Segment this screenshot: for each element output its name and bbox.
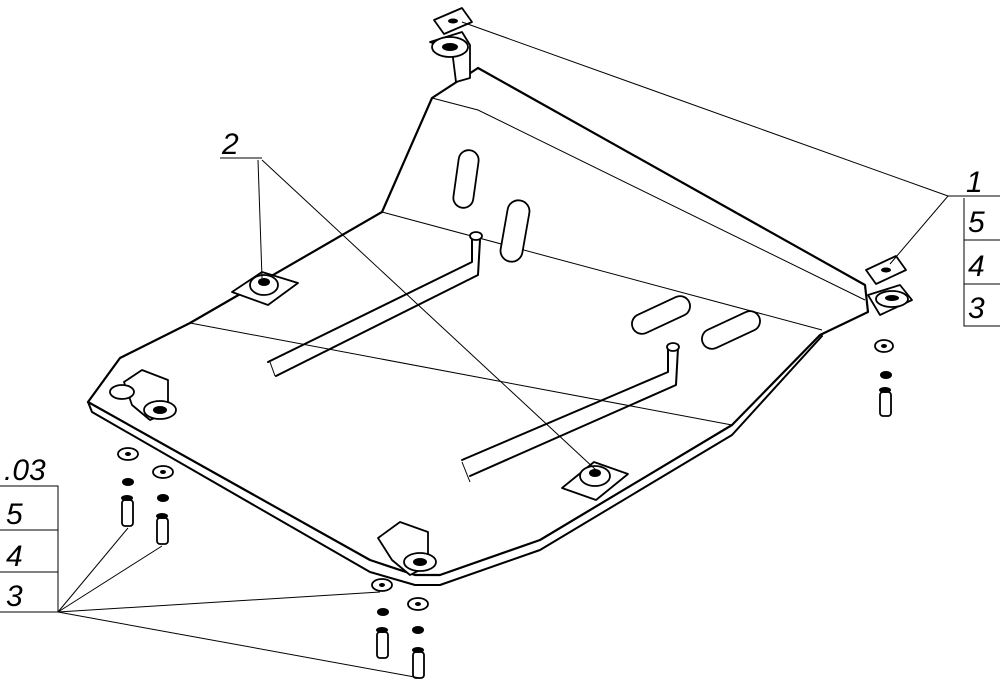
skid-plate — [86, 66, 870, 586]
stiffener-rods — [267, 231, 680, 477]
callout-right-row-2: 4 — [968, 250, 985, 283]
callout-left-row-1: 5 — [6, 498, 23, 531]
leader-lines — [0, 21, 1000, 679]
vent-slots — [452, 149, 761, 350]
callout-left-row-2: 4 — [6, 540, 23, 573]
callout-item-1: 1 — [966, 166, 983, 199]
callout-table-right — [963, 198, 1000, 327]
fastener-stacks — [117, 339, 894, 679]
clip-plates — [433, 7, 907, 285]
callout-table-left — [0, 529, 58, 613]
callout-right-row-1: 5 — [968, 206, 985, 239]
callout-item-2: 2 — [221, 128, 239, 161]
callout-item-03: .03 — [4, 454, 46, 487]
mounting-brackets — [109, 31, 913, 576]
callout-right-row-3: 3 — [968, 292, 985, 325]
weld-nuts — [231, 271, 629, 501]
callout-left-row-3: 3 — [6, 580, 23, 613]
